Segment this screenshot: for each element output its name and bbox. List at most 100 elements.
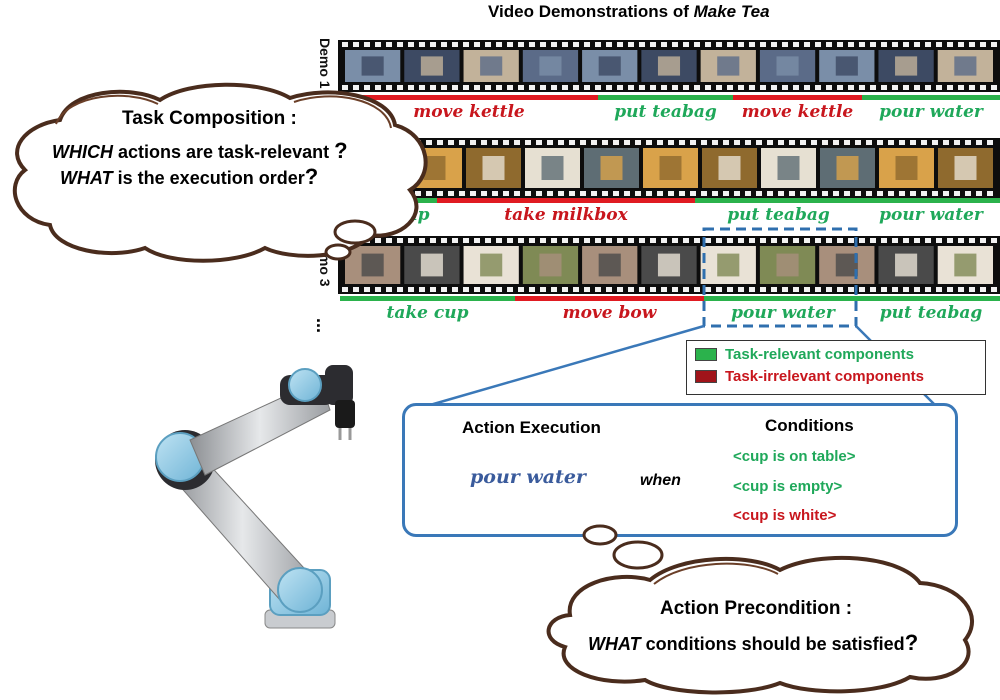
video-frame-subject	[361, 56, 384, 76]
sprocket-hole	[419, 287, 425, 292]
sprocket-hole	[591, 140, 597, 145]
sprocket-hole	[558, 140, 564, 145]
video-frame-subject	[717, 253, 740, 277]
title-prefix: Video Demonstrations of	[488, 2, 694, 21]
sprocket-hole	[855, 191, 861, 196]
sprocket-hole	[738, 287, 744, 292]
sprocket-hole	[782, 238, 788, 243]
sprocket-hole	[760, 287, 766, 292]
sprocket-hole	[507, 238, 513, 243]
sprocket-hole	[584, 238, 590, 243]
sprocket-hole	[778, 140, 784, 145]
sprocket-hole	[943, 191, 949, 196]
sprocket-hole	[426, 140, 432, 145]
sprocket-hole	[800, 140, 806, 145]
sprocket-hole	[441, 238, 447, 243]
sprocket-hole	[921, 140, 927, 145]
sprocket-hole	[518, 42, 524, 47]
sprocket-hole	[826, 42, 832, 47]
sprocket-hole	[734, 140, 740, 145]
sprocket-hole	[683, 238, 689, 243]
segment-label: take cup	[386, 303, 469, 323]
sprocket-hole	[591, 191, 597, 196]
sprocket-hole	[646, 191, 652, 196]
sprocket-hole	[536, 140, 542, 145]
sprocket-hole	[496, 287, 502, 292]
sprocket-hole	[811, 140, 817, 145]
segment-bar	[437, 198, 695, 203]
action-name: pour water	[470, 466, 586, 488]
sprocket-hole	[958, 238, 964, 243]
sprocket-hole	[661, 85, 667, 90]
sprocket-hole	[782, 85, 788, 90]
sprocket-hole	[408, 85, 414, 90]
sprocket-hole	[397, 85, 403, 90]
sprocket-hole	[815, 42, 821, 47]
sprocket-hole	[833, 140, 839, 145]
sprocket-hole	[661, 287, 667, 292]
segment-label: move kettle	[741, 102, 854, 122]
sprocket-hole	[980, 287, 986, 292]
sprocket-hole	[815, 238, 821, 243]
segment-bar	[340, 296, 515, 301]
sprocket-hole	[573, 42, 579, 47]
sprocket-hole	[650, 85, 656, 90]
sprocket-hole	[749, 85, 755, 90]
sprocket-hole	[353, 42, 359, 47]
sprocket-hole	[771, 42, 777, 47]
sprocket-hole	[474, 287, 480, 292]
sprocket-hole	[628, 287, 634, 292]
condition-3: <cup is white>	[733, 507, 837, 524]
sprocket-hole	[947, 287, 953, 292]
sprocket-hole	[694, 287, 700, 292]
sprocket-hole	[749, 42, 755, 47]
sprocket-hole	[877, 140, 883, 145]
which-word: WHICH	[52, 142, 113, 162]
sprocket-hole	[793, 85, 799, 90]
video-frame-subject	[835, 56, 858, 76]
sprocket-hole	[580, 191, 586, 196]
sprocket-hole	[727, 85, 733, 90]
sprocket-hole	[514, 140, 520, 145]
sprocket-hole	[848, 238, 854, 243]
sprocket-hole	[639, 42, 645, 47]
sprocket-hole	[408, 287, 414, 292]
sprocket-hole	[749, 287, 755, 292]
sprocket-hole	[364, 287, 370, 292]
action-execution-box	[402, 403, 958, 537]
sprocket-hole	[573, 287, 579, 292]
sprocket-hole	[976, 191, 982, 196]
sprocket-hole	[701, 140, 707, 145]
sprocket-hole	[712, 140, 718, 145]
sprocket-hole	[525, 140, 531, 145]
sprocket-hole	[716, 287, 722, 292]
sprocket-hole	[573, 85, 579, 90]
sprocket-hole	[980, 42, 986, 47]
sprocket-hole	[694, 42, 700, 47]
legend-swatch-irrelevant	[695, 369, 717, 383]
sprocket-hole	[470, 191, 476, 196]
segment-bar	[598, 95, 733, 100]
sprocket-hole	[408, 238, 414, 243]
sprocket-hole	[914, 85, 920, 90]
video-frame-subject	[659, 156, 682, 180]
sprocket-hole	[771, 85, 777, 90]
sprocket-hole	[914, 287, 920, 292]
sprocket-hole	[584, 85, 590, 90]
video-frame-subject	[539, 56, 562, 76]
sprocket-hole	[859, 85, 865, 90]
precondition-question-mark: ?	[904, 630, 919, 655]
sprocket-hole	[712, 191, 718, 196]
sprocket-hole	[756, 140, 762, 145]
sprocket-hole	[837, 85, 843, 90]
video-frame-subject	[598, 56, 621, 76]
sprocket-hole	[430, 238, 436, 243]
segment-bar	[862, 198, 1000, 203]
sprocket-hole	[690, 191, 696, 196]
sprocket-hole	[529, 85, 535, 90]
sprocket-hole	[452, 42, 458, 47]
sprocket-hole	[870, 287, 876, 292]
sprocket-hole	[738, 85, 744, 90]
sprocket-hole	[639, 85, 645, 90]
sprocket-hole	[375, 238, 381, 243]
